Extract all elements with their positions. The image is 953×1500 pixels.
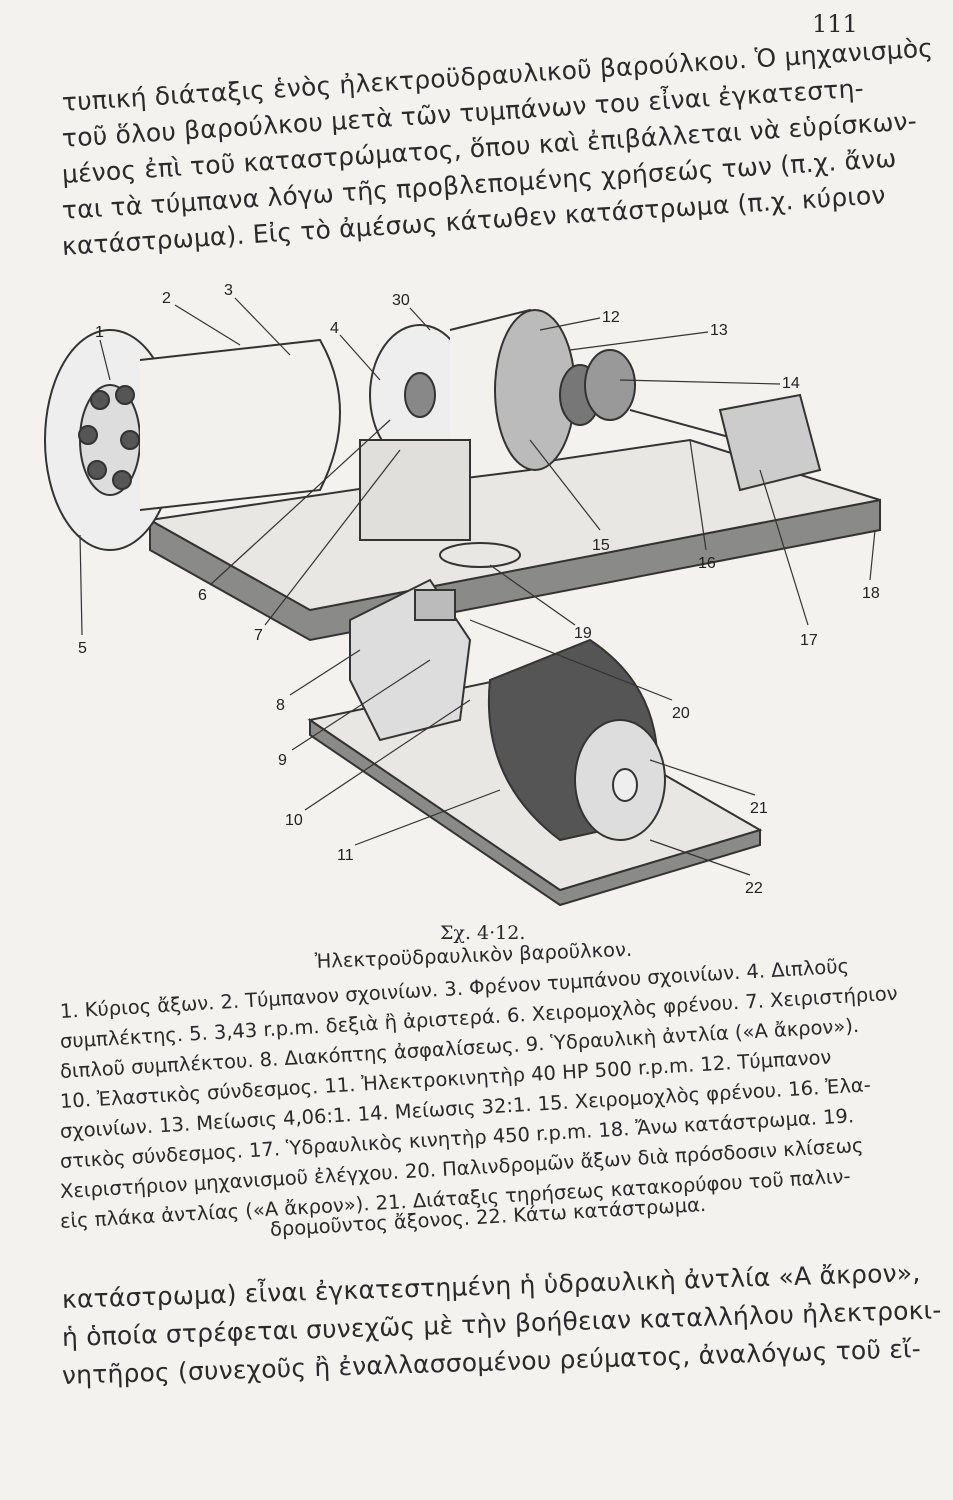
callout-9: 9	[278, 752, 287, 769]
callout-5: 5	[78, 640, 87, 657]
callout-8: 8	[276, 697, 285, 714]
callout-12: 12	[602, 309, 620, 326]
figure-title: Ἠλεκτροϋδραυλικὸν βαροῦλκον.	[314, 937, 633, 973]
callout-7: 7	[254, 627, 263, 644]
callout-6: 6	[198, 587, 207, 604]
callout-2: 2	[162, 290, 171, 307]
page-number: 111	[812, 10, 858, 38]
callout-18: 18	[862, 585, 880, 602]
callout-30: 30	[392, 292, 410, 309]
callout-10: 10	[285, 812, 303, 829]
callout-11: 11	[337, 847, 354, 864]
callout-13: 13	[710, 322, 728, 339]
callout-4: 4	[330, 320, 339, 337]
callout-15: 15	[592, 537, 610, 554]
callout-1: 1	[95, 324, 104, 341]
callout-17: 17	[800, 632, 818, 649]
windlass-drawing: 1 2 3 30 4 12 13 14 15 16 18 17 19 20 6 …	[44, 282, 881, 907]
callout-21: 21	[750, 800, 768, 817]
callout-19: 19	[574, 625, 592, 642]
callout-16: 16	[698, 555, 716, 572]
figure-number: Σχ. 4·12.	[440, 922, 526, 944]
callout-22: 22	[745, 880, 763, 897]
callout-3: 3	[224, 282, 233, 299]
callout-20: 20	[672, 705, 690, 722]
callout-14: 14	[782, 375, 800, 392]
